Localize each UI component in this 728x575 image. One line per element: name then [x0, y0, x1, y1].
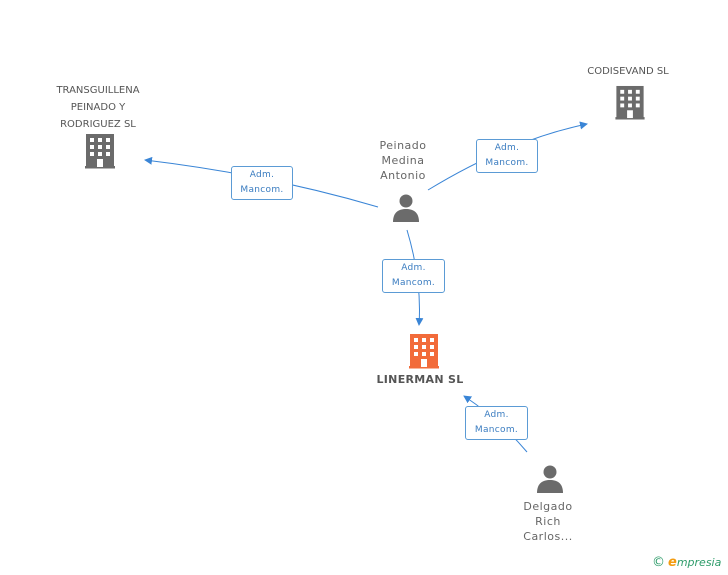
node-label-codisevand[interactable]: CODISEVAND SL — [587, 66, 669, 77]
building-icon-linerman[interactable] — [408, 333, 440, 369]
edge-label-line1: Adm. — [249, 170, 275, 180]
brand-initial: e — [668, 555, 677, 570]
node-label-linerman[interactable]: LINERMAN SL — [376, 373, 464, 386]
edge-label-peinado-codisevand[interactable]: Adm. Mancom. — [476, 139, 538, 173]
brand-name: mpresia — [676, 556, 722, 569]
edge-label-delgado-linerman[interactable]: Adm. Mancom. — [465, 406, 528, 440]
node-label-transguillena[interactable]: TRANSGUILLENA PEINADO Y RODRIGUEZ SL — [56, 85, 140, 130]
node-label-delgado[interactable]: Delgado Rich Carlos... — [523, 500, 573, 543]
building-icon-codisevand[interactable] — [614, 85, 646, 120]
edge-label-line1: Adm. — [401, 263, 426, 273]
edge-label-line2: Mancom. — [240, 185, 284, 195]
edge-label-peinado-linerman[interactable]: Adm. Mancom. — [382, 259, 445, 293]
footer-brand: ©empresia — [652, 555, 721, 573]
edge-label-peinado-transguillena[interactable]: Adm. Mancom. — [231, 166, 293, 200]
copyright-icon: © — [652, 555, 665, 570]
edge-label-line1: Adm. — [484, 410, 509, 420]
edge-label-line1: Adm. — [494, 143, 520, 153]
person-icon-delgado[interactable] — [535, 464, 565, 494]
edge-label-line2: Mancom. — [485, 158, 529, 168]
person-icon-peinado[interactable] — [391, 193, 421, 223]
building-icon-transguillena[interactable] — [84, 133, 116, 169]
node-label-peinado[interactable]: Peinado Medina Antonio — [379, 139, 427, 182]
edge-label-line2: Mancom. — [391, 278, 436, 288]
edge-label-line2: Mancom. — [474, 425, 519, 435]
